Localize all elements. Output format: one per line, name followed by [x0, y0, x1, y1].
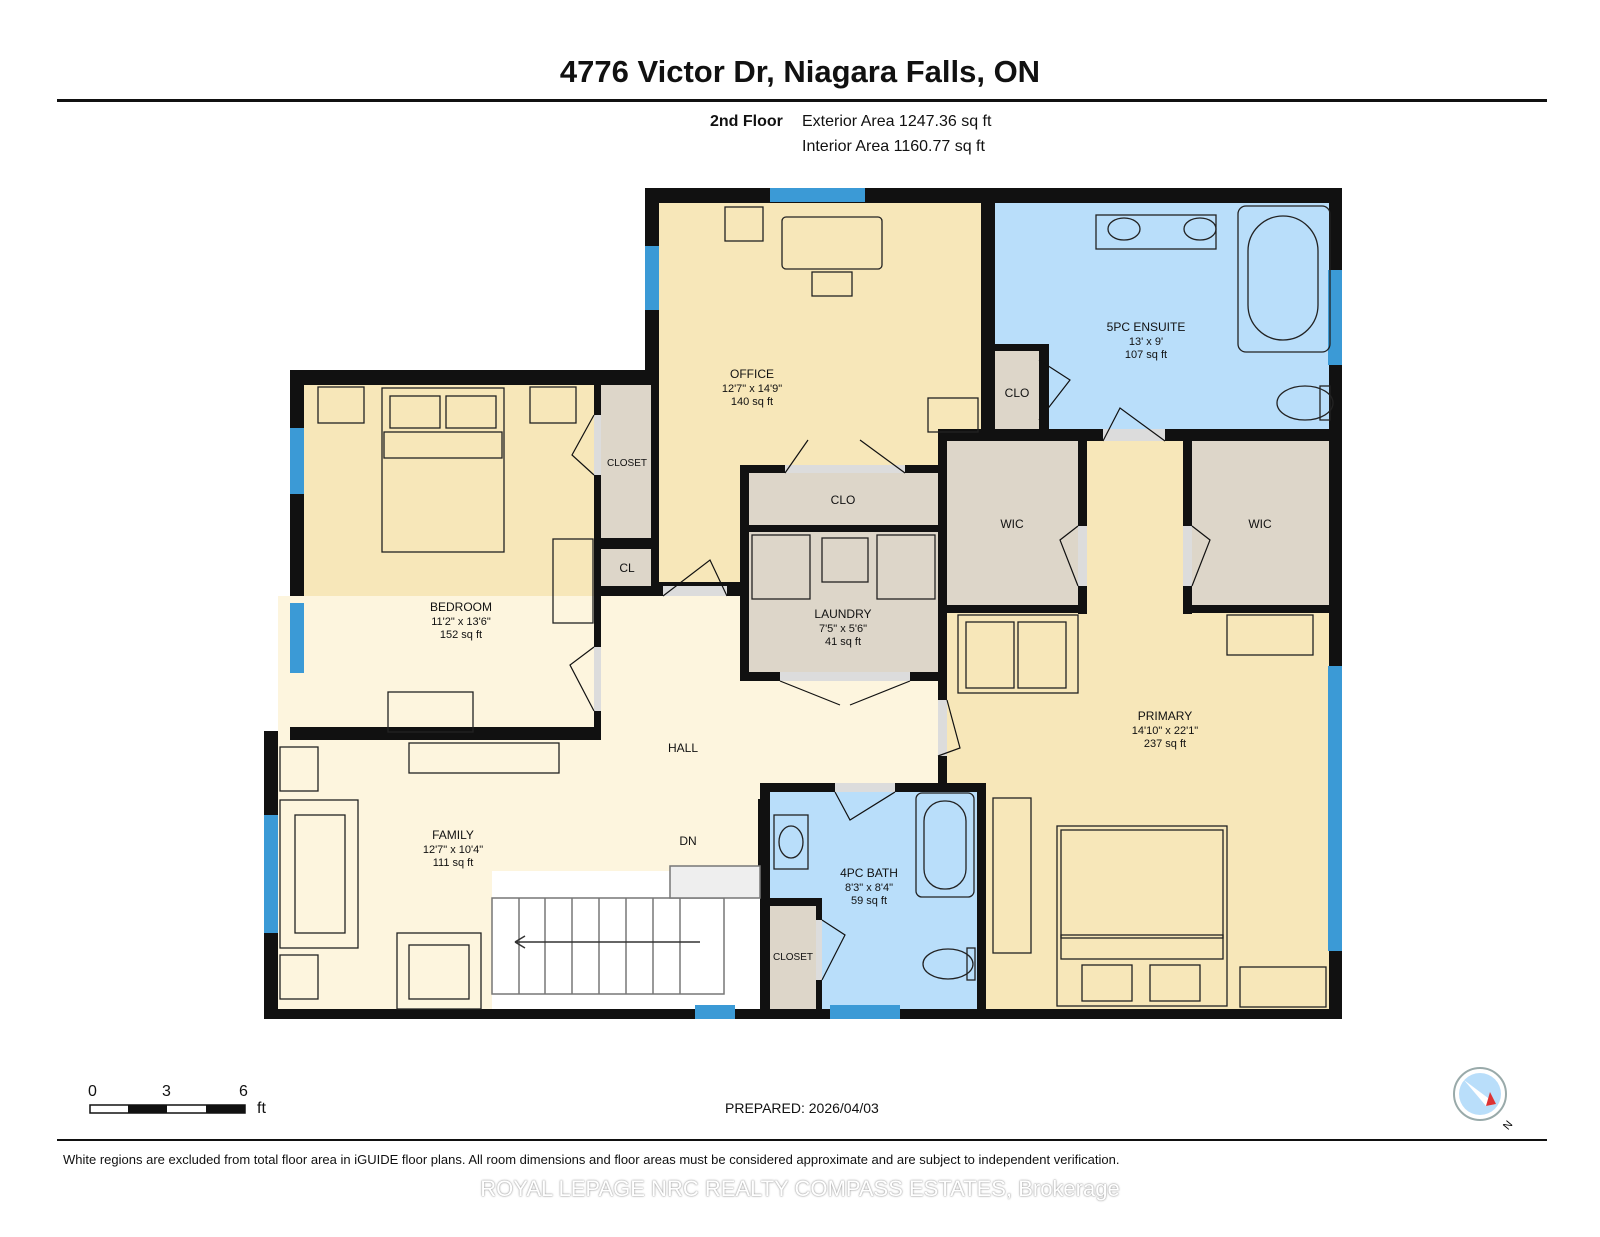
office-dims: 12'7" x 14'9"	[722, 383, 782, 395]
family-area: 111 sq ft	[433, 857, 474, 869]
family-name: FAMILY	[432, 828, 474, 842]
primary-dims: 14'10" x 22'1"	[1132, 725, 1199, 737]
clo-office-label: CLO	[831, 493, 856, 507]
bedroom-closet-floor	[601, 385, 651, 538]
bedroom-dims: 11'2" x 13'6"	[431, 616, 491, 628]
exterior-area: Exterior Area 1247.36 sq ft	[802, 113, 992, 130]
office-area: 140 sq ft	[731, 396, 773, 408]
ensuite-name: 5PC ENSUITE	[1107, 320, 1186, 334]
staircase	[491, 865, 761, 995]
room-labels: OFFICE 12'7" x 14'9" 140 sq ft 5PC ENSUI…	[423, 320, 1272, 963]
compass-icon: N	[1450, 1064, 1520, 1139]
door-openings	[594, 415, 1192, 980]
ensuite-dims: 13' x 9'	[1129, 336, 1163, 348]
bedroom-area: 152 sq ft	[440, 629, 482, 641]
scale-tick-0: 0	[88, 1083, 97, 1100]
primary-area: 237 sq ft	[1144, 738, 1186, 750]
page-title: 4776 Victor Dr, Niagara Falls, ON	[559, 54, 1041, 89]
bedroom-name: BEDROOM	[430, 600, 492, 614]
laundry-name: LAUNDRY	[814, 607, 871, 621]
primary-name: PRIMARY	[1138, 709, 1192, 723]
office-name: OFFICE	[730, 367, 774, 381]
footer-divider	[57, 1139, 1547, 1141]
laundry-area: 41 sq ft	[825, 636, 861, 648]
windows	[264, 188, 1342, 1019]
closet-bedroom-label: CLOSET	[607, 458, 647, 469]
cl-label: CL	[619, 561, 635, 575]
furniture	[279, 205, 1334, 1010]
dn-label: DN	[679, 834, 696, 848]
floor-label: 2nd Floor	[710, 113, 783, 130]
primary-floor	[947, 613, 1329, 1009]
ensuite-area: 107 sq ft	[1125, 349, 1167, 361]
office-clo-floor	[749, 473, 938, 525]
primary-floor-top	[1087, 441, 1189, 621]
cl-floor	[601, 549, 651, 586]
laundry-floor	[749, 532, 938, 672]
closet-bath-label: CLOSET	[773, 952, 813, 963]
family-dims: 12'7" x 10'4"	[423, 844, 483, 856]
watermark: ROYAL LEPAGE NRC REALTY COMPASS ESTATES,…	[480, 1176, 1120, 1201]
compass-north-label: N	[1501, 1119, 1515, 1133]
bath-dims: 8'3" x 8'4"	[845, 882, 893, 894]
clo-ensuite-label: CLO	[1005, 386, 1030, 400]
scale-bar	[89, 1104, 246, 1114]
disclaimer: White regions are excluded from total fl…	[63, 1152, 1120, 1167]
ensuite-clo-floor	[995, 351, 1039, 429]
ensuite-floor	[995, 203, 1329, 429]
scale-tick-6: 6	[239, 1083, 248, 1100]
scale-unit: ft	[257, 1100, 266, 1117]
prepared-date: PREPARED: 2026/04/03	[725, 1100, 879, 1116]
door-swings	[569, 359, 1211, 981]
wic-right-label: WIC	[1248, 517, 1272, 531]
wic-right-floor	[1192, 441, 1329, 605]
hall-label: HALL	[668, 741, 698, 755]
scale-tick-3: 3	[162, 1083, 171, 1100]
title-divider	[57, 99, 1547, 102]
laundry-dims: 7'5" x 5'6"	[819, 623, 867, 635]
interior-area: Interior Area 1160.77 sq ft	[802, 138, 985, 155]
bath-name: 4PC BATH	[840, 866, 898, 880]
wic-left-floor	[947, 441, 1078, 605]
bath-closet-floor	[770, 906, 816, 1009]
bath-area: 59 sq ft	[851, 895, 887, 907]
wic-left-label: WIC	[1000, 517, 1024, 531]
